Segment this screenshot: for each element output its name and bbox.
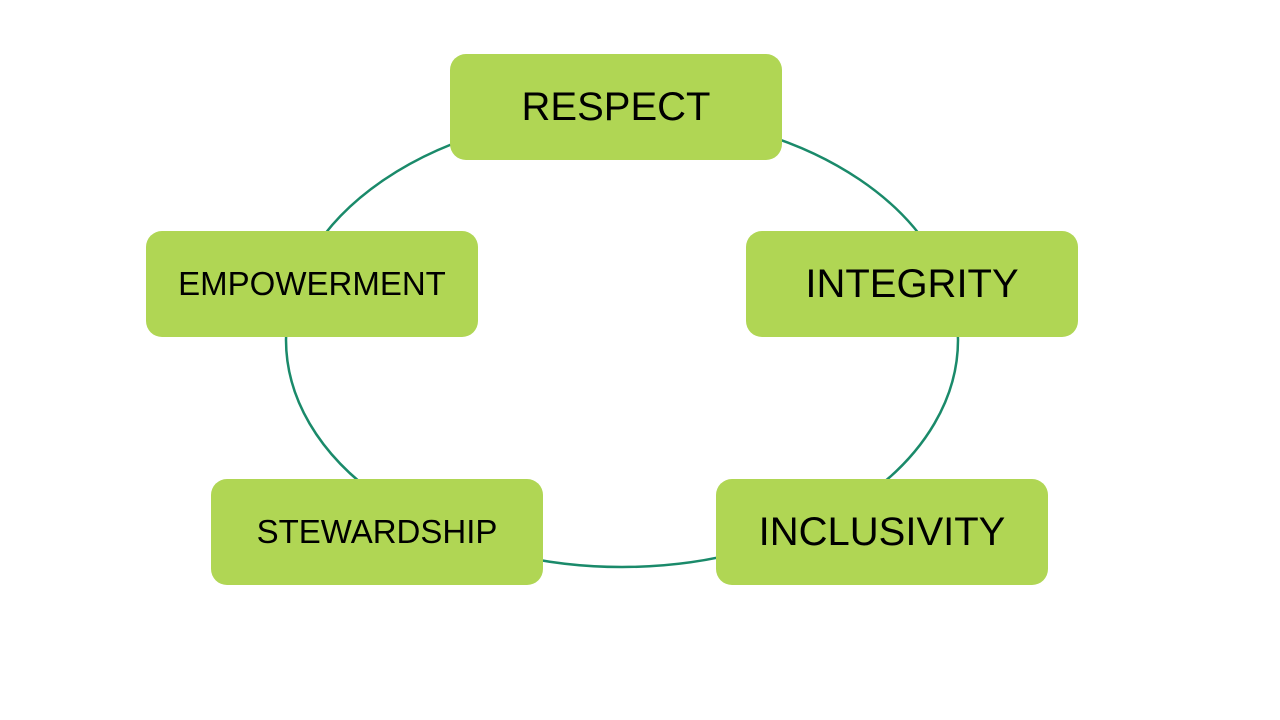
node-respect-label: RESPECT xyxy=(521,84,711,129)
node-empowerment-label: EMPOWERMENT xyxy=(178,265,446,302)
node-integrity-label: INTEGRITY xyxy=(805,261,1019,306)
node-empowerment: EMPOWERMENT xyxy=(146,231,478,337)
node-inclusivity-label: INCLUSIVITY xyxy=(758,509,1006,554)
node-stewardship: STEWARDSHIP xyxy=(211,479,543,585)
node-stewardship-label: STEWARDSHIP xyxy=(256,513,498,550)
node-integrity: INTEGRITY xyxy=(746,231,1078,337)
node-inclusivity: INCLUSIVITY xyxy=(716,479,1048,585)
node-respect: RESPECT xyxy=(450,54,782,160)
